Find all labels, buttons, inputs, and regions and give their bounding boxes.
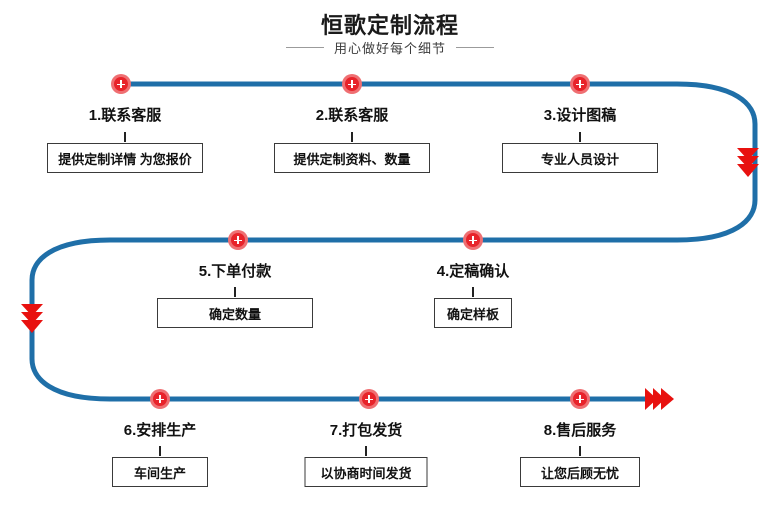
step-label-6: 6.安排生产 bbox=[123, 422, 197, 439]
connector-tick-1 bbox=[124, 132, 126, 142]
step-box-5: 确定数量 bbox=[157, 298, 313, 328]
flow-node-8[interactable] bbox=[570, 389, 590, 409]
connector-tick-8 bbox=[579, 446, 581, 456]
flow-node-6[interactable] bbox=[150, 389, 170, 409]
arrow-left-bend-icon bbox=[21, 304, 43, 333]
subtitle-rule-right bbox=[456, 47, 494, 48]
step-label-3: 3.设计图稿 bbox=[543, 107, 617, 124]
plus-icon bbox=[114, 77, 128, 91]
plus-icon bbox=[345, 77, 359, 91]
step-box-8: 让您后顾无忧 bbox=[520, 457, 640, 487]
connector-tick-6 bbox=[159, 446, 161, 456]
step-box-4: 确定样板 bbox=[434, 298, 512, 328]
step-box-3: 专业人员设计 bbox=[502, 143, 658, 173]
page-subtitle: 用心做好每个细节 bbox=[333, 41, 446, 56]
connector-tick-4 bbox=[472, 287, 474, 297]
plus-icon bbox=[573, 77, 587, 91]
step-box-2: 提供定制资料、数量 bbox=[274, 143, 430, 173]
flow-node-4[interactable] bbox=[463, 230, 483, 250]
connector-tick-3 bbox=[579, 132, 581, 142]
connector-tick-5 bbox=[234, 287, 236, 297]
plus-icon bbox=[153, 392, 167, 406]
flow-node-3[interactable] bbox=[570, 74, 590, 94]
step-box-7: 以协商时间发货 bbox=[304, 457, 428, 487]
step-box-6: 车间生产 bbox=[112, 457, 208, 487]
step-label-2: 2.联系客服 bbox=[315, 107, 389, 124]
flow-node-7[interactable] bbox=[359, 389, 379, 409]
flow-node-2[interactable] bbox=[342, 74, 362, 94]
subtitle-row: 用心做好每个细节 bbox=[0, 38, 780, 57]
subtitle-rule-left bbox=[285, 47, 324, 48]
step-box-1: 提供定制详情 为您报价 bbox=[47, 143, 203, 173]
connector-tick-2 bbox=[351, 132, 353, 142]
flow-line-path bbox=[29, 81, 758, 402]
step-label-1: 1.联系客服 bbox=[88, 107, 162, 124]
step-label-8: 8.售后服务 bbox=[543, 422, 617, 439]
arrow-end-icon bbox=[645, 388, 674, 410]
flow-node-1[interactable] bbox=[111, 74, 131, 94]
plus-icon bbox=[573, 392, 587, 406]
plus-icon bbox=[466, 233, 480, 247]
step-label-4: 4.定稿确认 bbox=[436, 263, 510, 280]
flow-node-5[interactable] bbox=[228, 230, 248, 250]
connector-tick-7 bbox=[365, 446, 367, 456]
arrow-right-bend-icon bbox=[737, 148, 759, 177]
step-label-5: 5.下单付款 bbox=[198, 263, 272, 280]
plus-icon bbox=[362, 392, 376, 406]
step-label-7: 7.打包发货 bbox=[329, 422, 403, 439]
plus-icon bbox=[231, 233, 245, 247]
page-title: 恒歌定制流程 bbox=[320, 13, 459, 38]
